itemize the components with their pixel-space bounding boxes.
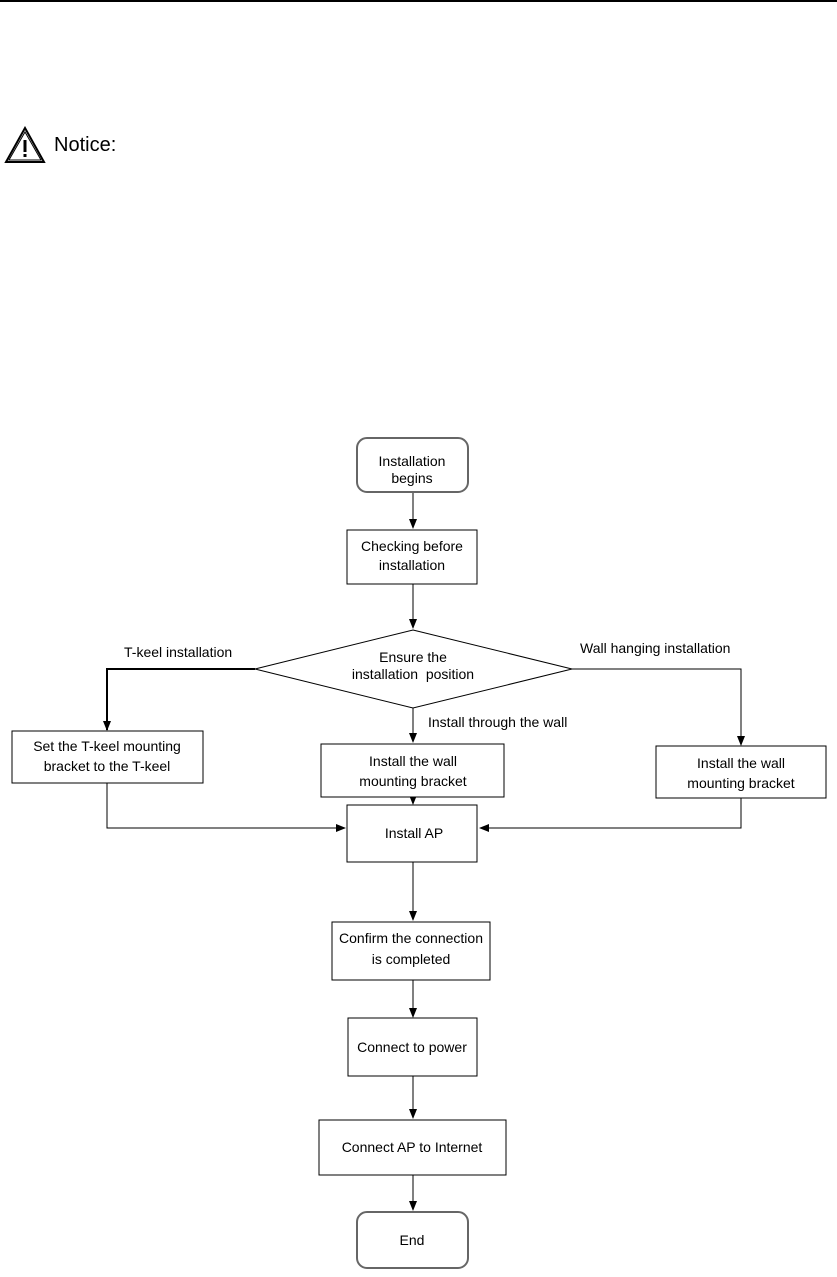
- notice: Notice:: [4, 125, 116, 165]
- node-decision-line-2: installation position: [352, 666, 474, 682]
- edge-label-through-wall: Install through the wall: [428, 714, 567, 730]
- svg-text:installation: installation: [379, 557, 445, 573]
- node-wall-hanging-line-2: mounting bracket: [687, 775, 795, 791]
- node-install-ap-label: Install AP: [385, 825, 443, 841]
- node-wall-through-line-2: mounting bracket: [359, 773, 467, 789]
- node-wall-through-line-1: Install the wall: [369, 753, 457, 769]
- node-start-line-2: begins: [391, 470, 432, 486]
- edge-decision-tkeel: [103, 668, 255, 731]
- node-end-label: End: [400, 1232, 425, 1248]
- node-check-line-2: installation: [379, 557, 445, 573]
- svg-text:Install AP: Install AP: [385, 825, 443, 841]
- header-rule: [0, 0, 837, 2]
- node-decision-line-1: Ensure the: [379, 649, 447, 665]
- svg-text:is completed: is completed: [372, 951, 451, 967]
- svg-text:begins: begins: [391, 470, 432, 486]
- notice-label: Notice:: [54, 134, 117, 156]
- warning-icon: [4, 126, 46, 163]
- edge-label-tkeel: T-keel installation: [124, 644, 232, 660]
- svg-text:Checking before: Checking before: [361, 538, 463, 554]
- node-power: Connect to power: [347, 1017, 478, 1077]
- node-end: End: [356, 1211, 469, 1269]
- node-tkeel: Set the T-keel mounting bracket to the T…: [11, 730, 204, 784]
- svg-text:mounting bracket: mounting bracket: [359, 773, 467, 789]
- svg-text:Ensure the: Ensure the: [379, 649, 447, 665]
- svg-text:Confirm the connection: Confirm the connection: [339, 930, 483, 946]
- node-wall-hanging-box: Install the wall mounting bracket: [655, 745, 827, 799]
- node-wall-through: Install the wall mounting bracket: [320, 743, 505, 798]
- node-internet: Connect AP to Internet: [318, 1119, 507, 1176]
- node-power-label: Connect to power: [357, 1039, 467, 1055]
- node-confirm: Confirm the connection is completed: [331, 921, 491, 981]
- svg-text:bracket to the T-keel: bracket to the T-keel: [44, 758, 171, 774]
- node-decision: Ensure the installation position: [254, 629, 573, 709]
- node-internet-label: Connect AP to Internet: [342, 1139, 483, 1155]
- node-tkeel-line-1: Set the T-keel mounting: [33, 738, 181, 754]
- svg-text:Connect AP to Internet: Connect AP to Internet: [342, 1139, 483, 1155]
- svg-text:Connect to power: Connect to power: [357, 1039, 467, 1055]
- svg-text:Installation: Installation: [379, 453, 446, 469]
- node-install-ap: Install AP: [346, 804, 478, 863]
- svg-text:Install the wall: Install the wall: [697, 755, 785, 771]
- svg-text:mounting bracket: mounting bracket: [687, 775, 795, 791]
- node-confirm-line-1: Confirm the connection: [339, 930, 483, 946]
- node-check: Checking before installation: [346, 529, 478, 585]
- node-tkeel-line-2: bracket to the T-keel: [44, 758, 171, 774]
- node-start: Installation begins: [356, 437, 469, 493]
- svg-text:End: End: [400, 1232, 425, 1248]
- edge-decision-wall-hanging: [572, 668, 745, 746]
- node-check-line-1: Checking before: [361, 538, 463, 554]
- edge-label-wall-hanging: Wall hanging installation: [580, 640, 730, 656]
- svg-text:Set the T-keel mounting: Set the T-keel mounting: [33, 738, 181, 754]
- node-wall-hanging-line-1: Install the wall: [697, 755, 785, 771]
- node-start-line-1: Installation: [379, 453, 446, 469]
- svg-text:Install the wall: Install the wall: [369, 753, 457, 769]
- edge-tkeel-ap: [106, 783, 346, 832]
- node-confirm-line-2: is completed: [372, 951, 451, 967]
- svg-text:installation position: installation position: [352, 666, 474, 682]
